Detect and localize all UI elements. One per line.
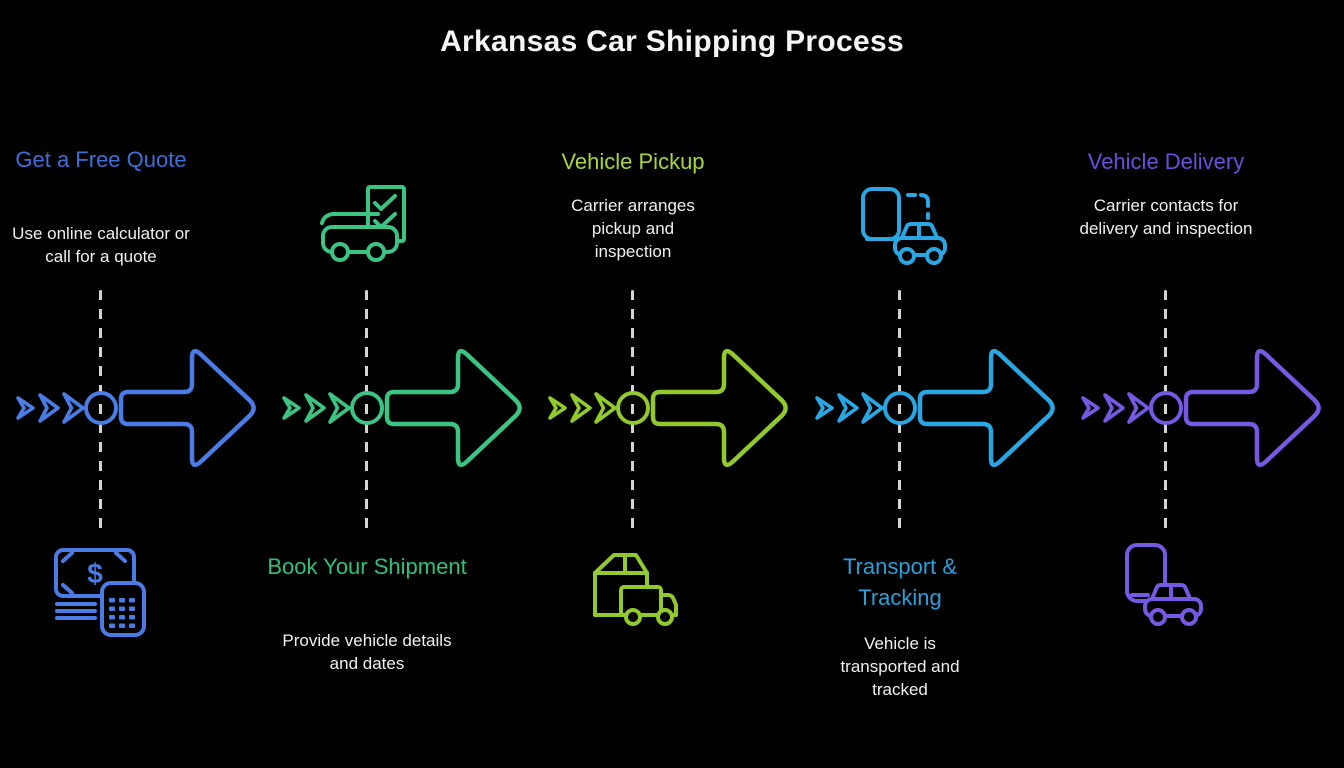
- page-title: Arkansas Car Shipping Process: [440, 25, 904, 58]
- node-circle-icon: [350, 391, 384, 425]
- phone-car-icon: [1125, 543, 1203, 626]
- arrow-icon: [118, 348, 256, 468]
- arrow-icon: [917, 348, 1055, 468]
- package-truck-icon: [593, 553, 678, 626]
- step-title: Book Your Shipment: [267, 554, 467, 579]
- step-description: Carrier contacts for delivery and inspec…: [1079, 196, 1253, 238]
- step-description: Use online calculator or call for a quot…: [12, 224, 190, 266]
- money-calculator-icon: $: [54, 548, 146, 637]
- dashed-divider: [631, 290, 634, 534]
- chevrons-icon: [815, 392, 884, 424]
- node-circle-icon: [616, 391, 650, 425]
- node-circle-icon: [84, 391, 118, 425]
- step-title: Get a Free Quote: [15, 147, 187, 172]
- truck-car-icon: [861, 187, 947, 265]
- node-circle-icon: [1149, 391, 1183, 425]
- flow-arrow: [548, 348, 788, 468]
- step-description: Provide vehicle details and dates: [282, 631, 452, 673]
- arrow-icon: [650, 348, 788, 468]
- flow-arrow: [815, 348, 1055, 468]
- step-description: Carrier arranges pickup and inspection: [571, 196, 695, 261]
- dashed-divider: [365, 290, 368, 534]
- dashed-divider: [1164, 290, 1167, 534]
- step-title: Vehicle Pickup: [561, 149, 705, 174]
- flow-arrow: [282, 348, 522, 468]
- dashed-divider: [99, 290, 102, 534]
- flow-arrow: [1081, 348, 1321, 468]
- flow-arrow: [16, 348, 256, 468]
- chevrons-icon: [16, 392, 85, 424]
- dollar-glyph: $: [87, 558, 103, 589]
- dashed-divider: [898, 290, 901, 534]
- node-circle-icon: [883, 391, 917, 425]
- step-title: Vehicle Delivery: [1087, 149, 1245, 174]
- car-checklist-icon: [320, 185, 406, 262]
- chevrons-icon: [548, 392, 617, 424]
- arrow-icon: [1183, 348, 1321, 468]
- arrow-icon: [384, 348, 522, 468]
- chevrons-icon: [282, 392, 351, 424]
- step-description: Vehicle is transported and tracked: [840, 634, 960, 699]
- chevrons-icon: [1081, 392, 1150, 424]
- step-title: Transport & Tracking: [842, 554, 958, 610]
